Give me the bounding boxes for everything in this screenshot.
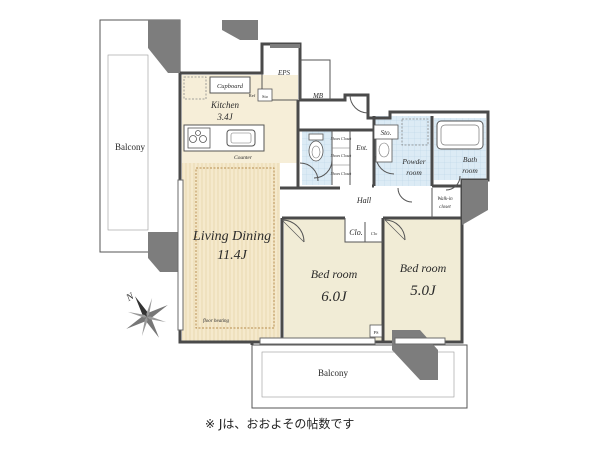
ps-box xyxy=(369,324,383,338)
clo-label: Clo. xyxy=(349,228,363,237)
bedroom1-size: 6.0J xyxy=(321,289,348,305)
cupboard xyxy=(209,76,251,94)
mb-label: MB xyxy=(312,92,324,100)
bedroom1-name: Bed room xyxy=(311,267,358,281)
hall-sto-label: Sto. xyxy=(381,129,392,137)
powder-label: Powder xyxy=(401,157,425,166)
hall-label: Hall xyxy=(356,196,372,205)
entrance-label: Ent. xyxy=(355,144,368,152)
shoes-closet-label-3: Shoes Closet xyxy=(331,171,352,176)
stove-icon xyxy=(187,127,211,149)
sink-icon xyxy=(226,129,256,147)
eps-label: EPS xyxy=(277,69,291,77)
living-floor xyxy=(182,163,280,341)
compass-icon xyxy=(126,296,168,338)
shoes-closet-floor xyxy=(332,128,350,184)
living-dining-name: Living Dining xyxy=(192,229,271,244)
bedroom2-size: 5.0J xyxy=(410,283,437,299)
walkin-label-1: Walk-in xyxy=(437,197,453,202)
living-rug xyxy=(195,167,275,329)
shoes-closet-shelves xyxy=(332,147,350,166)
bathtub-icon xyxy=(436,120,484,150)
kitchen-size: 3.4J xyxy=(216,112,233,122)
cupboard-label: Cupboard xyxy=(217,83,244,90)
living-dining-size: 11.4J xyxy=(217,248,247,263)
bath-label: Bath xyxy=(463,155,477,164)
doors xyxy=(281,94,461,243)
fridge-space xyxy=(183,76,207,100)
bath-room-label: room xyxy=(462,166,478,175)
shoes-closet-label-2: Shoes Closet xyxy=(331,153,352,158)
kitchen-sto-label: Sto xyxy=(262,94,269,99)
windows xyxy=(177,179,446,345)
bedroom2-name: Bed room xyxy=(400,261,447,275)
entrance-floor xyxy=(350,128,372,184)
shoes-closet-label-1: Shoes Closet xyxy=(331,136,352,141)
clo-small-label: Clo xyxy=(371,231,378,236)
kitchen-counter xyxy=(183,124,265,152)
toilet-icon xyxy=(308,133,324,162)
floor-heating-label: floor heating xyxy=(203,319,229,324)
washing-machine-icon xyxy=(401,118,429,146)
counter-label: Counter xyxy=(234,155,253,161)
clo-floor xyxy=(345,218,383,242)
compass-n-label: N xyxy=(124,290,137,304)
kitchen-name: Kitchen xyxy=(210,100,239,110)
balcony-left-label: Balcony xyxy=(115,142,145,152)
balcony-bottom-label: Balcony xyxy=(318,368,348,378)
bedroom2-floor xyxy=(384,218,462,341)
walkin-label-2: closet xyxy=(439,205,451,210)
ps-label: PS xyxy=(373,330,379,335)
vanity-sink-icon xyxy=(375,137,393,163)
powder-room-label: room xyxy=(406,168,422,177)
footnote: ※ Jは、おおよその帖数です xyxy=(205,417,355,431)
kitchen-sto xyxy=(257,88,273,102)
ref-label: Ref xyxy=(249,93,256,98)
hall-sto xyxy=(373,124,399,140)
closet-floor xyxy=(432,188,460,218)
